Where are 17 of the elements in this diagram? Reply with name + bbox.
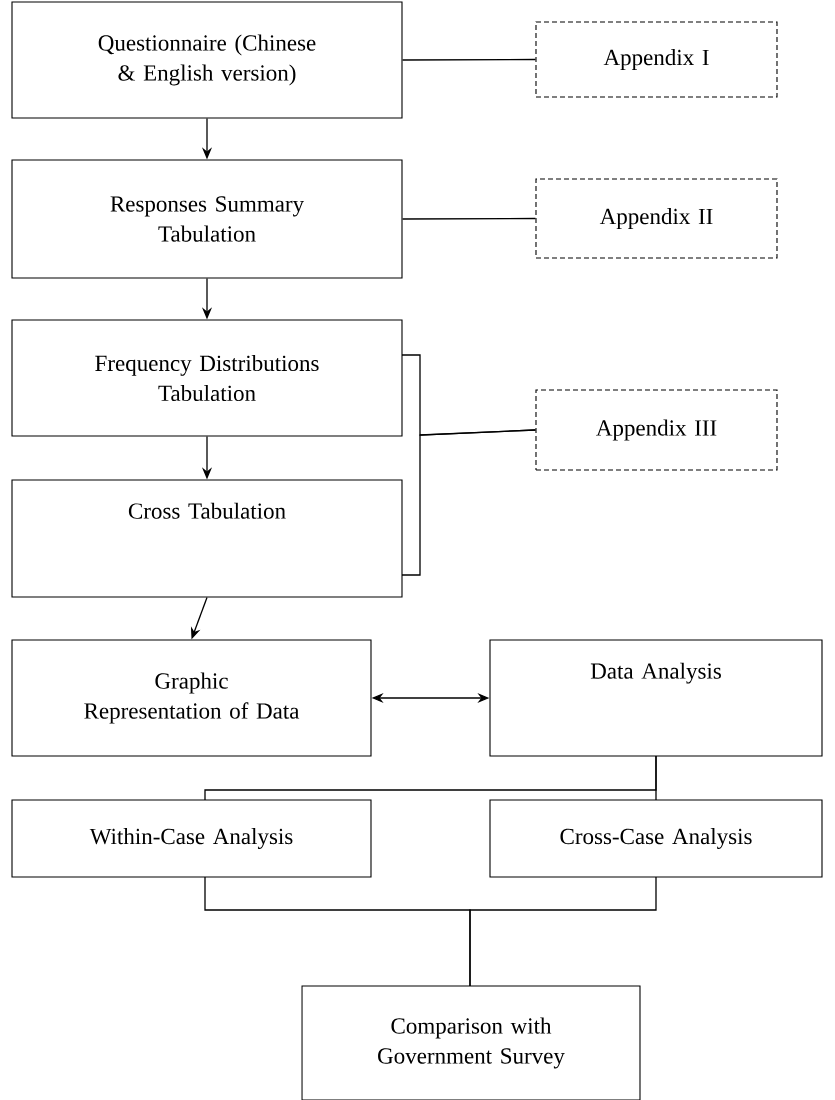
process-box: Comparison with Government Survey [301, 985, 641, 1100]
process-box: Responses Summary Tabulation [11, 159, 403, 279]
appendix-box: Appendix I [535, 21, 778, 98]
connector-line [469, 876, 657, 987]
connector-line [401, 217, 537, 220]
connector-line [655, 755, 657, 801]
process-box: Graphic Representation of Data [11, 639, 372, 757]
process-box: Frequency Distributions Tabulation [11, 319, 403, 437]
appendix-box: Appendix III [535, 389, 778, 471]
process-box: Cross Tabulation [11, 479, 403, 598]
process-box: Within-Case Analysis [11, 799, 372, 878]
process-box: Questionnaire (Chinese & English version) [11, 1, 403, 119]
connector-line [401, 429, 537, 576]
connector-line [401, 58, 537, 61]
appendix-box: Appendix II [535, 178, 778, 259]
process-box: Cross-Case Analysis [489, 799, 823, 878]
process-box: Data Analysis [489, 639, 823, 757]
